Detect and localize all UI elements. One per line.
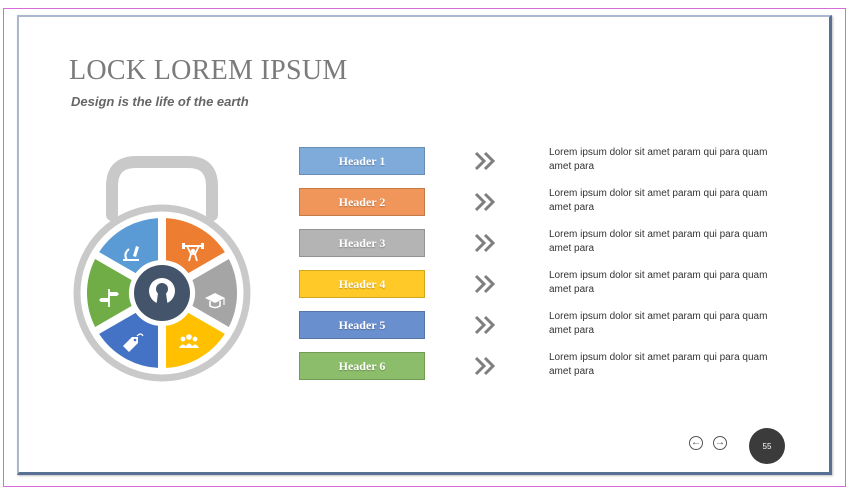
lock-segment-3 (192, 259, 237, 327)
weightlifter-icon (182, 243, 204, 262)
row-description: Lorem ipsum dolor sit amet param qui par… (549, 311, 768, 336)
double-chevron-right-icon (474, 192, 496, 212)
row-description: Lorem ipsum dolor sit amet param qui par… (549, 352, 768, 377)
row-description: Lorem ipsum dolor sit amet param qui par… (549, 188, 768, 213)
slide: LOCK LOREM IPSUM Design is the life of t… (17, 15, 832, 475)
double-chevron-right-icon (474, 315, 496, 335)
arrow-right-circle-icon[interactable]: → (713, 436, 727, 450)
double-chevron-right-icon (474, 274, 496, 294)
slide-title: LOCK LOREM IPSUM (69, 55, 348, 86)
list-item: Header 3 Lorem ipsum dolor sit amet para… (19, 229, 834, 259)
list-item: Header 4 Lorem ipsum dolor sit amet para… (19, 270, 834, 300)
page-number: 55 (749, 428, 785, 464)
header-1-box: Header 1 (299, 147, 425, 175)
list-item: Header 5 Lorem ipsum dolor sit amet para… (19, 311, 834, 341)
list-item: Header 2 Lorem ipsum dolor sit amet para… (19, 188, 834, 218)
lock-shackle (106, 156, 218, 221)
list-item: Header 6 Lorem ipsum dolor sit amet para… (19, 352, 834, 382)
keyhole-icon (149, 278, 175, 308)
double-chevron-right-icon (474, 356, 496, 376)
list-item: Header 1 Lorem ipsum dolor sit amet para… (19, 147, 834, 177)
graduation-cap-icon (205, 293, 225, 309)
arrow-left-circle-icon[interactable]: ← (689, 436, 703, 450)
header-6-box: Header 6 (299, 352, 425, 380)
people-group-icon (179, 334, 199, 348)
header-2-box: Header 2 (299, 188, 425, 216)
slide-subtitle: Design is the life of the earth (71, 94, 249, 109)
window-frame (3, 8, 846, 487)
row-description: Lorem ipsum dolor sit amet param qui par… (549, 229, 768, 254)
row-description: Lorem ipsum dolor sit amet param qui par… (549, 147, 768, 172)
price-tag-icon (123, 333, 144, 352)
header-3-box: Header 3 (299, 229, 425, 257)
signpost-icon (99, 289, 119, 307)
lock-segment-1 (99, 218, 159, 274)
double-chevron-right-icon (474, 151, 496, 171)
double-chevron-right-icon (474, 233, 496, 253)
header-5-box: Header 5 (299, 311, 425, 339)
microscope-icon (123, 246, 139, 261)
header-4-box: Header 4 (299, 270, 425, 298)
row-description: Lorem ipsum dolor sit amet param qui par… (549, 270, 768, 295)
lock-graphic (73, 156, 251, 382)
lock-segment-5 (99, 312, 159, 368)
